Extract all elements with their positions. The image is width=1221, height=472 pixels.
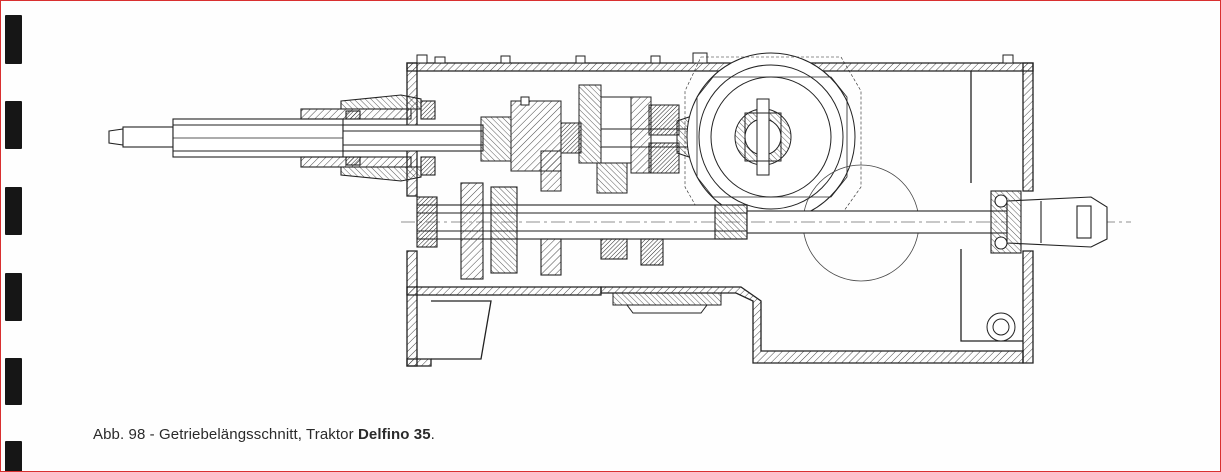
caption-text: Abb. 98 - Getriebelängsschnitt, Traktor [93, 426, 358, 443]
binding-hole [5, 358, 22, 405]
caption-period: . [430, 426, 435, 443]
bottom-cover [612, 292, 722, 314]
differential-assembly [684, 52, 862, 222]
input-shaft [108, 94, 484, 182]
binding-hole [5, 15, 22, 64]
caption-model-name: Delfino 35 [357, 426, 431, 443]
binding-hole [5, 441, 22, 471]
upper-gear-cluster [480, 84, 702, 194]
binding-hole [5, 187, 22, 235]
binding-strip [5, 1, 25, 471]
output-shaft [401, 182, 1131, 280]
drain-plug [986, 312, 1016, 342]
binding-hole [5, 101, 22, 149]
gearbox-housing [406, 62, 1034, 367]
figure-caption: Abb. 98 - Getriebelängsschnitt, Traktor … [93, 426, 435, 443]
housing-bolts [416, 52, 1014, 64]
binding-hole [5, 273, 22, 321]
